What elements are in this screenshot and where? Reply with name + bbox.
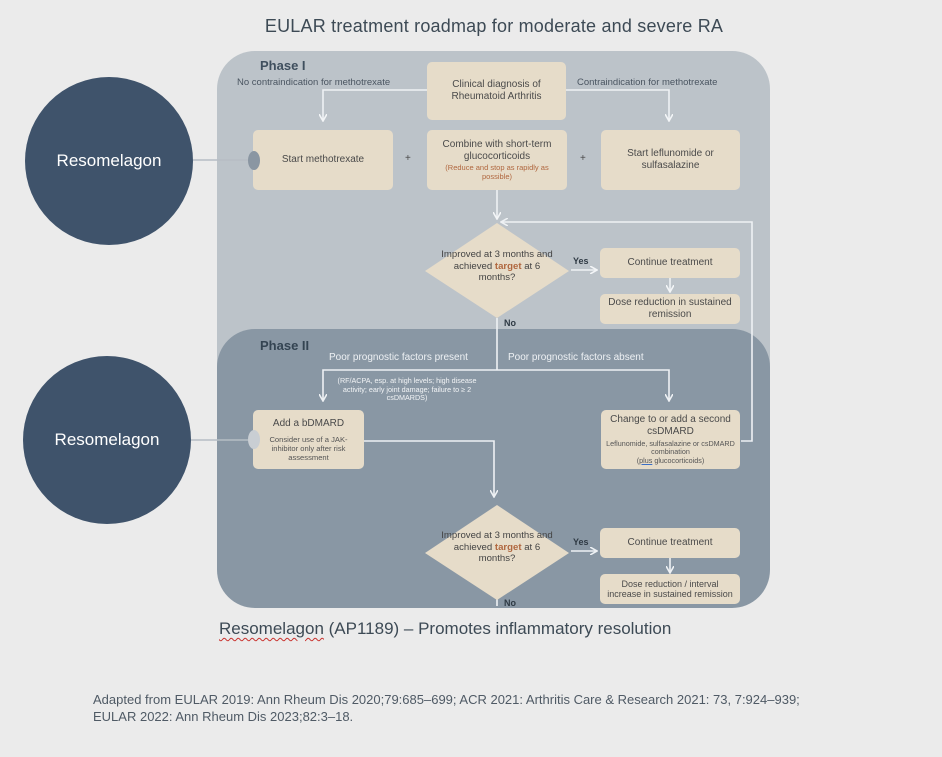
decision-text-post: at 6 months? [478,260,541,284]
csdmard-box: Change to or add a second csDMARD Leflun… [601,410,740,469]
decision-text-post: at 6 months? [478,541,541,565]
dose-reduction-interval-box: Dose reduction / interval increase in su… [600,574,740,604]
diagnosis-box: Clinical diagnosis of Rheumatoid Arthrit… [427,62,566,120]
note-close: glucocorticoids) [652,455,705,465]
start-methotrexate-text: Start methotrexate [281,154,365,165]
csdmard-note2: (plus glucocorticoids) [636,455,705,466]
diagnosis-text: Clinical diagnosis of Rheumatoid Arthrit… [451,79,542,102]
start-leflunomide-text: Start leflunomide or sulfasalazine [627,148,714,171]
caption: Resomelagon (AP1189) – Promotes inflamma… [219,619,671,639]
csdmard-title: Change to or add a second csDMARD [610,413,731,437]
plus-sign: + [405,153,411,164]
decision-target: target [494,260,522,272]
continue-treatment-box: Continue treatment [600,248,740,278]
connector-node [248,430,260,449]
caption-drug-name: Resomelagon [219,619,324,638]
circle-label: Resomelagon [56,151,162,170]
note-plus: plus [639,455,653,465]
combine-glucocorticoids-box: Combine with short-term glucocorticoids … [427,130,567,190]
continue-text: Continue treatment [627,537,713,548]
start-methotrexate-box: Start methotrexate [253,130,393,190]
plus-sign: + [580,153,586,164]
resomelagon-circle-phase1: Resomelagon [25,77,193,245]
add-bdmard-box: Add a bDMARD Consider use of a JAK-inhib… [253,410,364,469]
note-open: ( [636,455,640,465]
references-footer: Adapted from EULAR 2019: Ann Rheum Dis 2… [93,691,800,725]
bdmard-note: Consider use of a JAK-inhibitor only aft… [269,434,348,462]
contraindication-label: Contraindication for methotrexate [577,77,718,88]
circle-label: Resomelagon [54,430,160,449]
decision-target: target [494,541,522,553]
dose-reduction-box: Dose reduction in sustained remission [600,294,740,324]
decision-text-phase2: Improved at 3 months and achieved target… [440,530,554,565]
no-label: No [504,598,516,608]
phase1-label: Phase I [260,58,306,73]
combine-note: (Reduce and stop as rapidly as possible) [445,163,549,181]
continue-text: Continue treatment [627,257,713,268]
continue-treatment-box: Continue treatment [600,528,740,558]
resomelagon-circle-phase2: Resomelagon [23,356,191,524]
footer-line-1: Adapted from EULAR 2019: Ann Rheum Dis 2… [93,692,800,707]
csdmard-note: Leflunomide, sulfasalazine or csDMARD co… [606,438,735,457]
decision-diamond-phase1 [425,223,569,318]
connector-node [248,151,260,170]
bdmard-title: Add a bDMARD [272,417,345,429]
phase2-label: Phase II [260,338,310,353]
decision-text-pre: Improved at 3 months and achieved [441,249,553,272]
poor-factors-present-label: Poor prognostic factors present [329,352,468,363]
caption-rest: (AP1189) – Promotes inflammatory resolut… [323,619,672,638]
diagram-title: EULAR treatment roadmap for moderate and… [264,16,724,36]
prognostic-factors-note: (RF/ACPA, esp. at high levels; high dise… [337,376,477,402]
dose-reduction-text: Dose reduction / interval increase in su… [607,579,733,599]
decision-diamond-phase2 [425,505,569,600]
dose-reduction-text: Dose reduction in sustained remission [608,297,732,320]
decision-text-pre: Improved at 3 months and achieved [441,530,553,553]
start-leflunomide-box: Start leflunomide or sulfasalazine [601,130,740,190]
yes-label: Yes [573,256,589,266]
no-label: No [504,318,516,328]
no-contraindication-label: No contraindication for methotrexate [237,77,391,88]
yes-label: Yes [573,537,589,547]
poor-factors-absent-label: Poor prognostic factors absent [508,352,644,363]
combine-text: Combine with short-term glucocorticoids [442,139,552,162]
decision-text-phase1: Improved at 3 months and achieved target… [440,249,554,284]
footer-line-2: EULAR 2022: Ann Rheum Dis 2023;82:3–18. [93,709,354,724]
